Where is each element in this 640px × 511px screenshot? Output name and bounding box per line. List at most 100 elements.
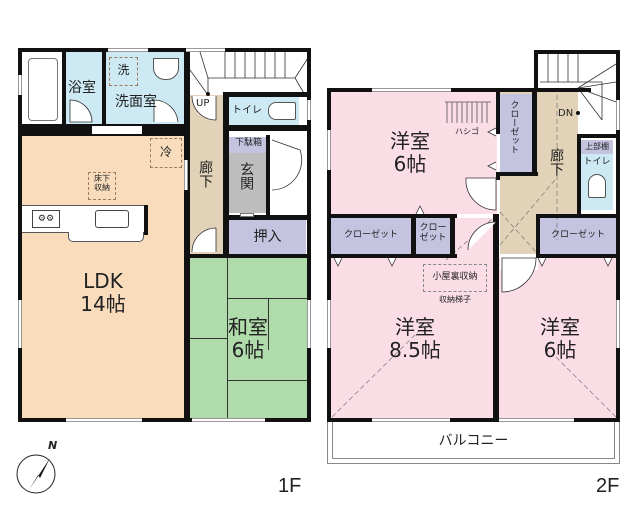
- wall: [450, 214, 455, 258]
- wall: [536, 214, 620, 218]
- wall: [411, 214, 416, 258]
- fridge-label: 冷: [159, 145, 172, 159]
- western-room-se-name: 洋室: [540, 315, 580, 339]
- wall: [225, 125, 311, 131]
- washroom-label: 洗面室: [115, 94, 157, 110]
- wall: [536, 214, 540, 258]
- japanese-room-name: 和室: [228, 315, 268, 339]
- wall: [616, 50, 620, 422]
- laundry-machine-marker: [109, 57, 138, 86]
- stove-icon: ⚙⚙: [32, 210, 60, 228]
- balcony-inner: [332, 422, 615, 459]
- compass-icon: [16, 454, 56, 494]
- window[interactable]: [327, 300, 331, 348]
- window[interactable]: [66, 418, 142, 422]
- wall: [532, 92, 537, 176]
- entrance-label: 玄関: [238, 162, 255, 190]
- toilet-1f-label: トイレ: [232, 105, 262, 116]
- wall-gap: [92, 126, 142, 134]
- wall: [225, 48, 311, 52]
- laundry-label: 洗: [117, 63, 130, 77]
- wall: [493, 214, 499, 422]
- western-room-sw-name: 洋室: [395, 315, 435, 339]
- hallway-2f-label: 廊下: [548, 148, 565, 176]
- window[interactable]: [327, 130, 331, 170]
- stairs-1f-icon: [190, 51, 309, 96]
- wall: [102, 52, 106, 126]
- wall: [496, 172, 538, 176]
- wall: [188, 254, 311, 258]
- wall: [327, 88, 372, 92]
- wall: [142, 418, 192, 422]
- closet-small-label: クローゼット: [419, 223, 447, 244]
- dn-label: DN: [558, 108, 574, 119]
- counter-extension: [68, 232, 144, 242]
- closet-north-label: クローゼット: [508, 100, 519, 154]
- window[interactable]: [18, 300, 22, 348]
- wash-basin-icon: [153, 58, 179, 80]
- wall: [534, 50, 620, 54]
- window[interactable]: [616, 300, 620, 348]
- closet-right-label: クローゼット: [550, 230, 605, 240]
- compass: N: [14, 439, 74, 496]
- wall: [450, 418, 530, 422]
- doors-1f: [69, 95, 303, 253]
- wall: [62, 52, 66, 126]
- western-room-se-size: 6帖: [543, 338, 577, 362]
- window[interactable]: [372, 88, 451, 92]
- stairs-2f-lower: [578, 90, 616, 134]
- window[interactable]: [499, 418, 574, 422]
- wall: [184, 52, 190, 422]
- window[interactable]: [192, 418, 265, 422]
- tatami-line: [188, 338, 228, 339]
- attic-storage-marker: [423, 264, 487, 292]
- japanese-room-label: 和室 6帖: [188, 316, 308, 362]
- wall: [496, 172, 500, 180]
- wall: [327, 254, 457, 258]
- wall: [536, 254, 620, 258]
- balcony-label: バルコニー: [438, 433, 509, 449]
- window[interactable]: [307, 300, 311, 348]
- wall: [577, 134, 581, 214]
- stairs-1f: [190, 52, 308, 94]
- bath-label: 浴室: [68, 80, 96, 96]
- window[interactable]: [184, 160, 188, 190]
- toilet-2f-label: トイレ: [583, 157, 611, 167]
- western-room-se-label: 洋室 6帖: [510, 316, 610, 362]
- storage-ladder-label: 収納梯子: [439, 295, 471, 304]
- toilet-icon: [268, 102, 296, 120]
- japanese-room-size: 6帖: [231, 338, 265, 362]
- window[interactable]: [186, 48, 225, 52]
- wall: [534, 50, 538, 92]
- ldk-room: [22, 136, 184, 418]
- shoe-box-label: 下駄箱: [234, 138, 262, 148]
- underfloor-storage-label: 床下収納: [94, 174, 110, 193]
- ldk-label: LDK 14帖: [22, 270, 184, 316]
- upper-shelf: [581, 140, 613, 154]
- wall: [496, 88, 500, 134]
- wall: [327, 418, 372, 422]
- ladder-label: ハシゴ: [455, 127, 479, 136]
- wall: [265, 418, 311, 422]
- closet-left: [331, 218, 411, 256]
- ldk-size: 14帖: [80, 292, 126, 316]
- wall: [225, 92, 311, 97]
- fridge-marker: [150, 138, 182, 168]
- window[interactable]: [372, 418, 450, 422]
- wall: [18, 418, 66, 422]
- wall: [266, 135, 270, 217]
- underfloor-storage-marker: [88, 172, 116, 200]
- closet-north-fill: [500, 94, 532, 172]
- window[interactable]: [616, 100, 620, 130]
- window[interactable]: [18, 75, 22, 95]
- counter-wall: [144, 205, 148, 235]
- kitchen-counter: [22, 205, 146, 233]
- upper-shelf-label: 上部棚: [585, 142, 609, 151]
- tatami-line: [227, 380, 307, 381]
- ldk-name: LDK: [83, 269, 123, 293]
- window[interactable]: [307, 100, 311, 120]
- bathtub: [28, 58, 58, 121]
- western-room-north-name: 洋室: [390, 129, 430, 153]
- window[interactable]: [108, 48, 148, 52]
- oshiire-closet: [229, 220, 306, 254]
